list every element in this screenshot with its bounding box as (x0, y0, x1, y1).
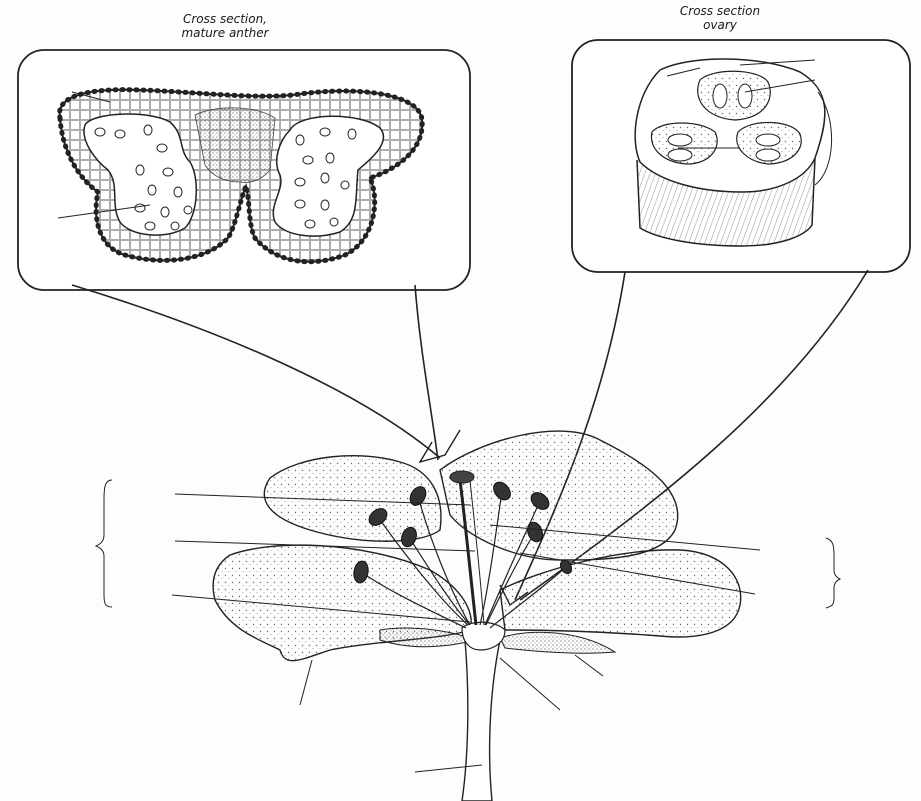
left-bracket (96, 480, 112, 607)
flower (213, 431, 741, 801)
callout-pointers (72, 270, 868, 605)
anther-pointer-right (415, 285, 438, 460)
anther-callout (18, 50, 470, 290)
anther-pointer-left (72, 285, 440, 458)
right-bracket (826, 538, 840, 608)
ovary-callout (572, 40, 910, 272)
